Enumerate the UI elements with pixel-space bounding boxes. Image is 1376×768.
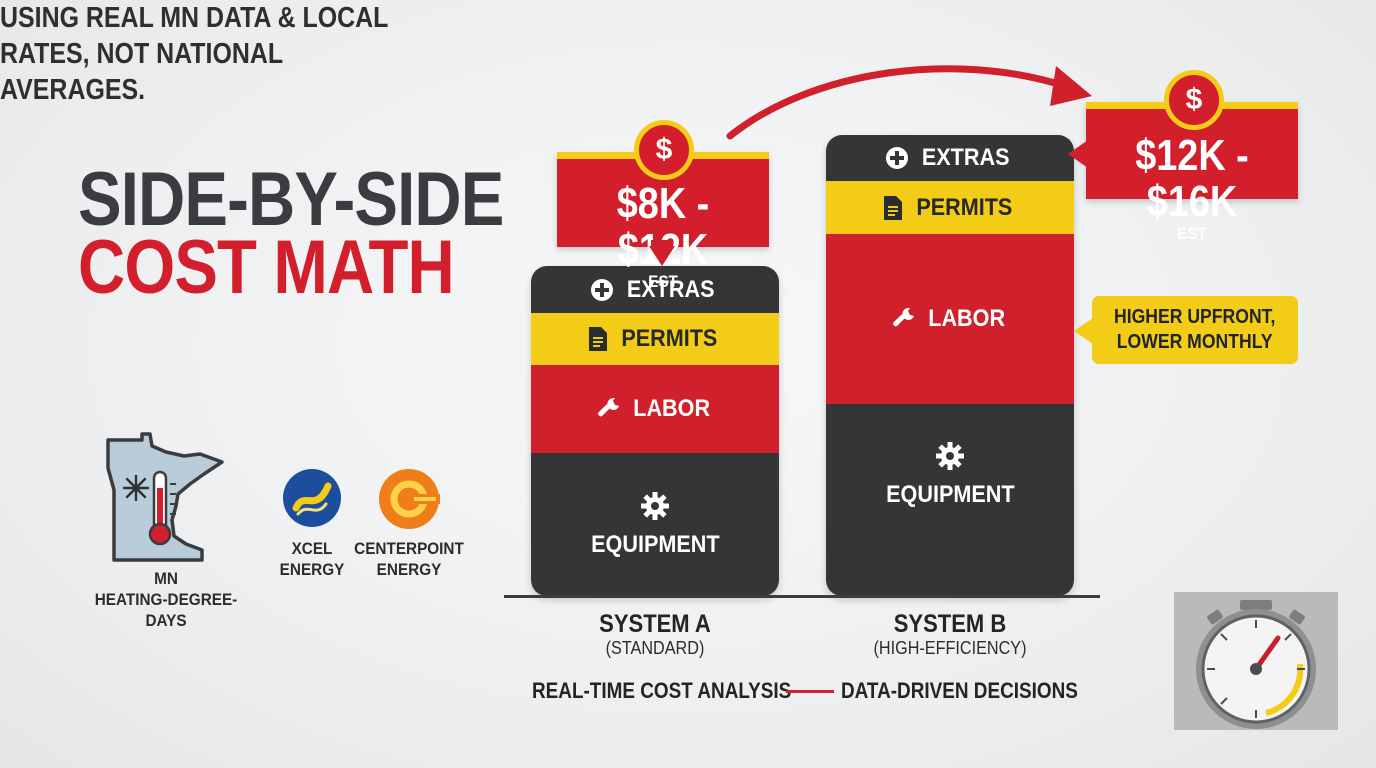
mn-label: MN HEATING-DEGREE-DAYS (74, 568, 258, 631)
system-a-permits-label: PERMITS (620, 325, 718, 352)
baseline (504, 595, 1100, 598)
system-b-dollar-icon: $ (1164, 70, 1224, 130)
centerpoint-label-line-2: ENERGY (376, 560, 442, 579)
system-a-name: SYSTEM A (599, 610, 711, 638)
xcel-label-line-2: ENERGY (279, 560, 345, 579)
plus-circle-icon (591, 278, 614, 301)
thermometer-icon (148, 470, 176, 546)
mn-label-line-2: HEATING-DEGREE-DAYS (94, 590, 238, 630)
gauge-icon (1196, 600, 1316, 729)
footer-divider (786, 690, 834, 693)
gauge-panel (1174, 592, 1338, 730)
system-b-name: SYSTEM B (893, 610, 1007, 638)
system-b-price: $12K - $16K (1135, 131, 1249, 226)
system-b-extras-label: EXTRAS (922, 144, 1010, 171)
centerpoint-energy-logo (379, 469, 440, 529)
system-a-equipment-label: EQUIPMENT (590, 530, 720, 558)
centerpoint-label-line-1: CENTERPOINT (354, 539, 464, 558)
system-a-labor-segment: LABOR (531, 365, 779, 453)
system-a-extras-label: EXTRAS (627, 275, 715, 303)
system-a-dollar-icon: $ (634, 120, 694, 180)
system-a-labor-label: LABOR (633, 395, 711, 422)
system-a-pointer-join (651, 240, 673, 248)
gear-icon (936, 442, 964, 470)
system-a-extras-segment: EXTRAS (531, 266, 779, 313)
plus-circle-icon (886, 147, 909, 169)
mn-label-line-1: MN (154, 569, 178, 588)
document-icon (588, 327, 607, 351)
wrench-icon (598, 398, 620, 417)
system-b-subtitle: (HIGH-EFFICIENCY) (873, 638, 1027, 658)
subtitle: USING REAL MN DATA & LOCAL RATES, NOT NA… (0, 2, 388, 106)
xcel-label-line-1: XCEL (291, 539, 333, 558)
system-a-subtitle: (STANDARD) (605, 638, 705, 658)
xcel-energy-logo (283, 469, 341, 527)
footer-left: REAL-TIME COST ANALYSIS (532, 678, 792, 703)
system-b-extras-segment: EXTRAS (826, 135, 1074, 181)
callout-pointer (1074, 318, 1093, 344)
footer-right: DATA-DRIVEN DECISIONS (841, 678, 1078, 703)
callout-line-1: HIGHER UPFRONT, (1114, 306, 1276, 328)
headline-line-1: SIDE-BY-SIDE (78, 157, 504, 242)
snowflake-icon (122, 474, 150, 502)
centerpoint-label: CENTERPOINT ENERGY (354, 538, 464, 580)
xcel-label: XCEL ENERGY (267, 538, 357, 580)
document-icon (883, 195, 902, 220)
headline-line-2: COST MATH (78, 225, 455, 310)
callout-line-2: LOWER MONTHLY (1117, 331, 1273, 353)
system-b-equipment-segment: EQUIPMENT (826, 404, 1074, 596)
system-a-price-note: EST (648, 272, 678, 291)
system-b-equipment-label: EQUIPMENT (885, 481, 1015, 508)
wrench-icon (893, 308, 915, 327)
system-b-price-pointer (1068, 140, 1088, 168)
system-b-labor-label: LABOR (928, 305, 1006, 332)
system-b-permits-label: PERMITS (915, 193, 1013, 221)
minnesota-map-icon (106, 432, 224, 562)
system-b-labor-segment: LABOR (826, 234, 1074, 404)
system-a-bar: EXTRAS PERMITS LABOR EQUIPMENT (531, 266, 779, 596)
growth-arrow-icon (726, 65, 1092, 140)
system-a-equipment-segment: EQUIPMENT (531, 453, 779, 596)
system-b-bar: EXTRAS PERMITS LABOR EQUIPMENT (826, 135, 1074, 596)
callout-box: HIGHER UPFRONT, LOWER MONTHLY (1092, 296, 1298, 364)
system-a-permits-segment: PERMITS (531, 313, 779, 365)
system-a-price-pointer (649, 246, 675, 266)
system-b-price-note: EST (1177, 224, 1207, 243)
gear-icon (641, 491, 669, 520)
system-b-permits-segment: PERMITS (826, 181, 1074, 234)
